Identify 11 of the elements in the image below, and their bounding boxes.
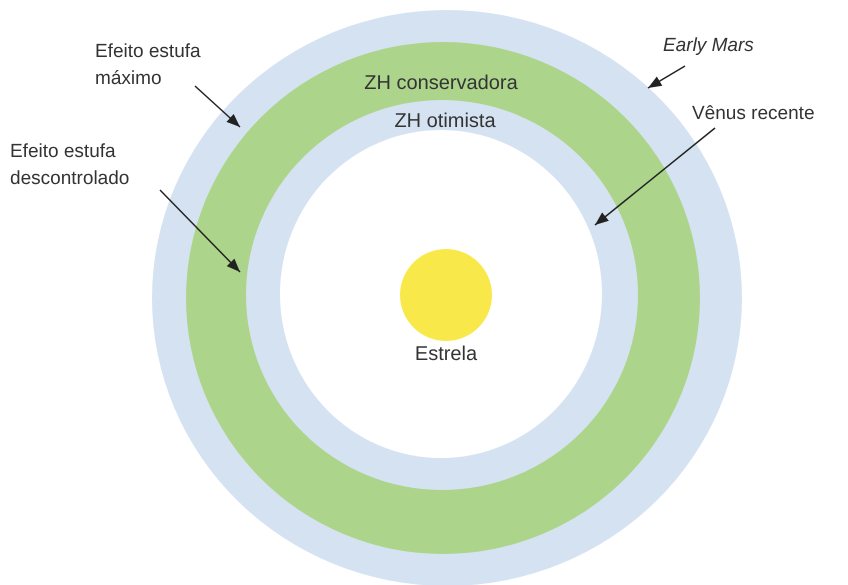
leader-line xyxy=(594,127,716,226)
callout-text: Efeito estufa descontrolado xyxy=(10,138,170,192)
star-label: Estrela xyxy=(414,343,478,366)
zone-label: ZH otimista xyxy=(394,110,496,133)
zone-label: ZH conservadora xyxy=(364,72,518,95)
callout-text: Efeito estufa máximo xyxy=(95,38,245,92)
leader-line xyxy=(159,189,241,273)
callout-text: Vênus recente xyxy=(692,100,848,127)
leader-line xyxy=(194,85,240,128)
leader-line xyxy=(648,65,686,89)
callout-text: Early Mars xyxy=(663,32,803,59)
